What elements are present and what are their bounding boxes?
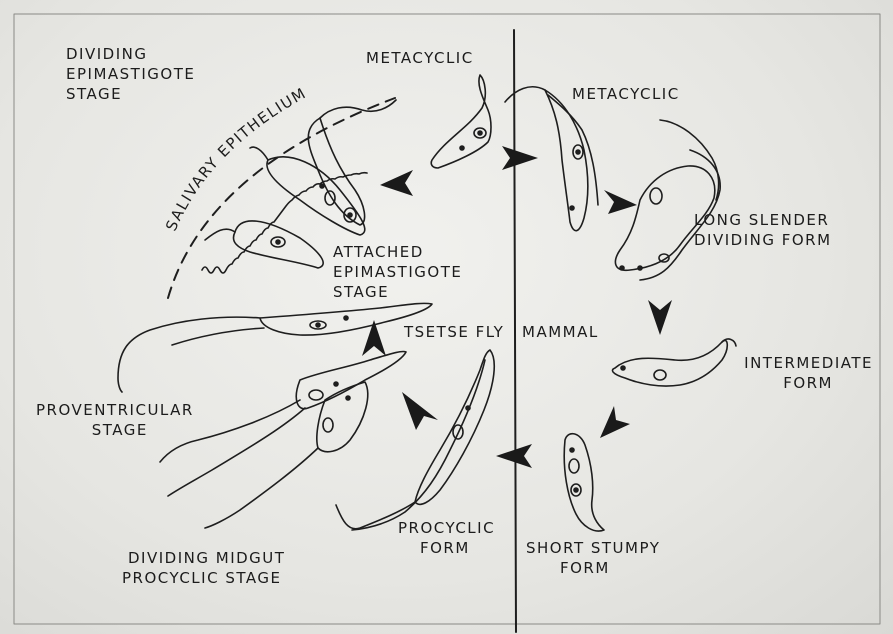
dividing-midgut-label: DIVIDING MIDGUT PROCYCLIC STAGE — [128, 548, 285, 588]
attached-epimastigote-label: ATTACHED EPIMASTIGOTE STAGE — [333, 242, 462, 302]
long-slender-label: LONG SLENDER DIVIDING FORM — [694, 210, 832, 250]
procyclic-form-label: PROCYCLIC FORM — [398, 518, 495, 558]
short-stumpy-label: SHORT STUMPY FORM — [526, 538, 660, 578]
metacyclic-mammal-label: METACYCLIC — [572, 84, 680, 104]
dividing-epimastigote-label: DIVIDING EPIMASTIGOTE STAGE — [66, 44, 195, 104]
intermediate-form-label: INTERMEDIATE FORM — [744, 353, 873, 393]
metacyclic-fly-label: METACYCLIC — [366, 48, 474, 68]
svg-text:SALIVARY EPITHELIUM: SALIVARY EPITHELIUM — [162, 84, 310, 234]
salivary-epithelium-label: SALIVARY EPITHELIUM — [162, 84, 310, 234]
tsetse-fly-region-label: TSETSE FLY — [404, 322, 504, 342]
mammal-region-label: MAMMAL — [522, 322, 599, 342]
proventricular-label: PROVENTRICULAR STAGE — [36, 400, 194, 440]
